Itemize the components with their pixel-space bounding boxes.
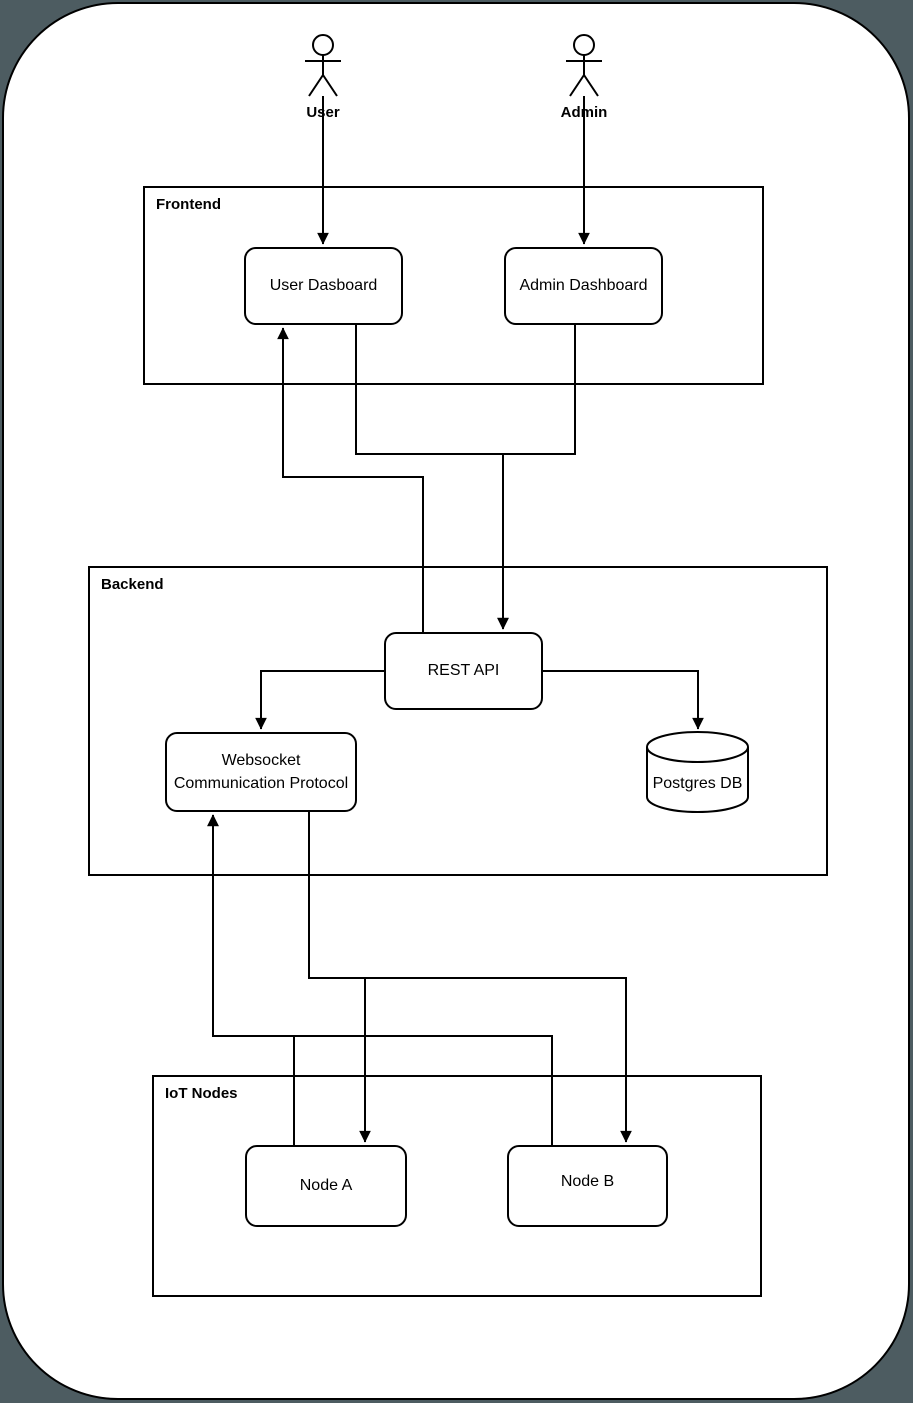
node-websocket[interactable]: Websocket Communication Protocol	[165, 732, 357, 812]
node-rest-api[interactable]: REST API	[384, 632, 543, 710]
container-frontend-label: Frontend	[156, 196, 221, 213]
container-frontend[interactable]: Frontend	[143, 186, 764, 385]
node-admin-dashboard-label: Admin Dashboard	[519, 277, 648, 294]
node-rest-api-label: REST API	[427, 662, 500, 679]
node-b-label: Node B	[560, 1173, 615, 1190]
node-websocket-label-line2: Communication Protocol	[173, 775, 349, 792]
node-a-label: Node A	[299, 1177, 353, 1194]
node-websocket-label: Websocket Communication Protocol	[174, 749, 348, 795]
edge-rest-api-to-postgres	[543, 670, 704, 730]
node-user-dashboard[interactable]: User Dasboard	[244, 247, 403, 325]
postgres-label: Postgres DB	[652, 775, 743, 792]
user-actor-label: User	[306, 104, 340, 121]
container-backend-label: Backend	[101, 576, 164, 593]
node-admin-dashboard[interactable]: Admin Dashboard	[504, 247, 663, 325]
edge-rest-api-to-websocket	[255, 670, 384, 730]
edge-websocket-to-node-b	[308, 812, 632, 1143]
edge-node-b-to-websocket	[207, 814, 553, 1145]
container-backend[interactable]: Backend	[88, 566, 828, 876]
node-user-dashboard-label: User Dasboard	[269, 277, 378, 294]
container-iot-nodes[interactable]: IoT Nodes	[152, 1075, 762, 1297]
edge-admin-dashboard-to-rest-api	[497, 325, 576, 630]
node-websocket-label-line1: Websocket	[221, 752, 301, 769]
node-b[interactable]: Node B	[507, 1145, 668, 1227]
admin-actor-label: Admin	[560, 104, 608, 121]
node-a[interactable]: Node A	[245, 1145, 407, 1227]
edge-rest-api-to-user-dashboard	[277, 327, 424, 632]
container-iot-nodes-label: IoT Nodes	[165, 1085, 238, 1102]
